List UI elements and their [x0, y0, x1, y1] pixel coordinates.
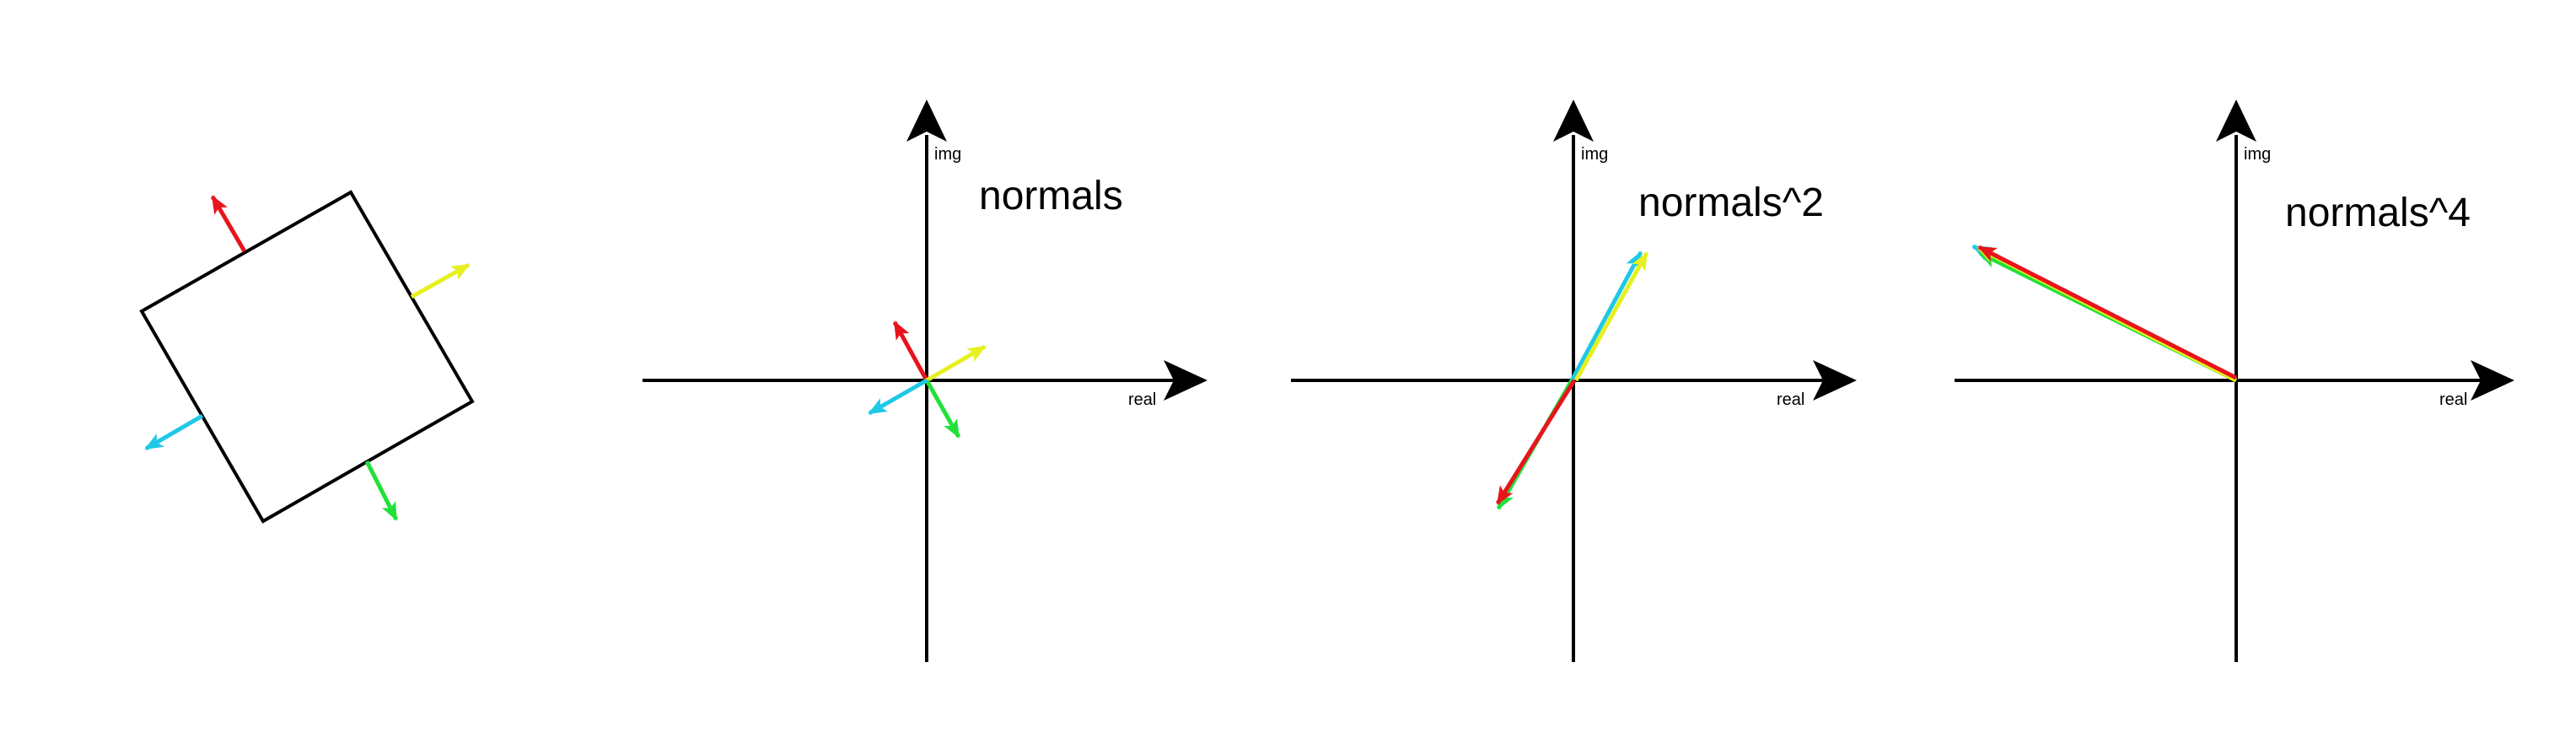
- img-axis-arrowhead: [906, 100, 947, 142]
- panel-normals: real img normals: [643, 100, 1207, 662]
- vector-yellow: [1573, 251, 1649, 382]
- real-axis-arrowhead: [2471, 360, 2514, 401]
- vector-red: [892, 320, 929, 382]
- panel-normals-fourth: real img normals^4: [1955, 100, 2514, 662]
- normal-arrow-green: [364, 460, 399, 521]
- real-axis-label: real: [2439, 390, 2467, 409]
- panel-normals-squared: real img normals^2: [1291, 100, 1857, 662]
- img-axis-label: img: [934, 145, 961, 164]
- vector-yellow: [925, 344, 987, 383]
- img-axis-label: img: [1581, 145, 1608, 164]
- img-axis-arrowhead: [1553, 100, 1594, 142]
- real-axis-label: real: [1128, 390, 1156, 409]
- panel-title: normals^2: [1638, 180, 1824, 225]
- vector-red: [1495, 379, 1577, 505]
- normal-arrow-red: [210, 195, 247, 253]
- normal-arrow-yellow: [410, 262, 471, 299]
- img-axis-label: img: [2244, 145, 2271, 164]
- rotated-square-group: [139, 190, 475, 524]
- real-axis-arrowhead: [1813, 360, 1857, 401]
- vector-red: [1977, 245, 2238, 380]
- normal-arrow-cyan: [144, 413, 204, 451]
- img-axis-arrowhead: [2216, 100, 2256, 142]
- panel-title: normals^4: [2285, 191, 2471, 235]
- vector-cyan: [868, 378, 928, 416]
- vector-cyan: [1569, 250, 1643, 382]
- real-axis-label: real: [1777, 390, 1804, 409]
- panel-title: normals: [979, 174, 1123, 218]
- real-axis-arrowhead: [1164, 360, 1207, 401]
- rotated-square: [139, 190, 475, 524]
- vector-green: [924, 379, 961, 439]
